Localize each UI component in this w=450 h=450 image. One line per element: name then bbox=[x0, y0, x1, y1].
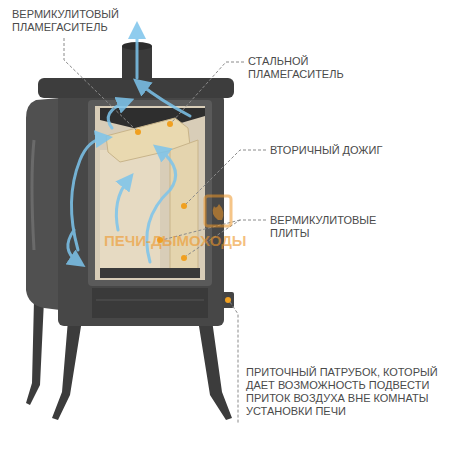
leg bbox=[198, 320, 232, 420]
callout-dot bbox=[167, 121, 173, 127]
stove-body bbox=[58, 94, 224, 326]
air-arrow bbox=[71, 138, 104, 250]
leader-line bbox=[230, 302, 238, 424]
air-flow bbox=[68, 30, 190, 262]
grate bbox=[100, 268, 200, 278]
vermiculite-side-plate bbox=[170, 140, 198, 272]
ash-drawer-line bbox=[96, 300, 204, 301]
leader-line bbox=[172, 62, 244, 122]
part-label: СТАЛЬНОЙ ПЛАМЕГАСИТЕЛЬ bbox=[248, 55, 358, 81]
logo-frame bbox=[205, 196, 231, 226]
part-label: ВЕРМИКУЛИТОВЫЕ ПЛИТЫ bbox=[270, 214, 390, 240]
part-label: ВЕРМИКУЛИТОВЫЙ ПЛАМЕГАСИТЕЛЬ bbox=[12, 8, 132, 34]
watermark: ПЕЧИ-ДЫМОХОДЫ bbox=[104, 232, 247, 249]
note-label: ПРИТОЧНЫЙ ПАТРУБОК, КОТОРЫЙ ДАЕТ ВОЗМОЖН… bbox=[246, 366, 444, 418]
part-label: ВТОРИЧНЫЙ ДОЖИГ bbox=[270, 144, 430, 157]
callout-dot bbox=[225, 297, 231, 303]
air-arrow bbox=[136, 30, 139, 78]
intake-pipe bbox=[222, 292, 234, 308]
stove-top-plate bbox=[38, 78, 234, 98]
callout-dots bbox=[135, 121, 231, 303]
leader-lines bbox=[64, 38, 266, 424]
air-arrow bbox=[116, 180, 128, 230]
leader-line bbox=[64, 38, 136, 130]
side-handle bbox=[32, 140, 34, 250]
back-plate bbox=[100, 150, 160, 270]
callout-dot bbox=[181, 203, 187, 209]
leg bbox=[26, 300, 44, 405]
leg bbox=[52, 320, 82, 420]
callout-dot bbox=[135, 129, 141, 135]
callout-dot bbox=[181, 255, 187, 261]
stove-side-panel bbox=[26, 98, 60, 310]
door-frame bbox=[88, 100, 212, 286]
air-arrow bbox=[68, 230, 78, 262]
ash-drawer bbox=[92, 288, 208, 318]
watermark-logo bbox=[205, 196, 231, 226]
logo-flame bbox=[213, 204, 224, 220]
air-arrow bbox=[140, 84, 190, 116]
